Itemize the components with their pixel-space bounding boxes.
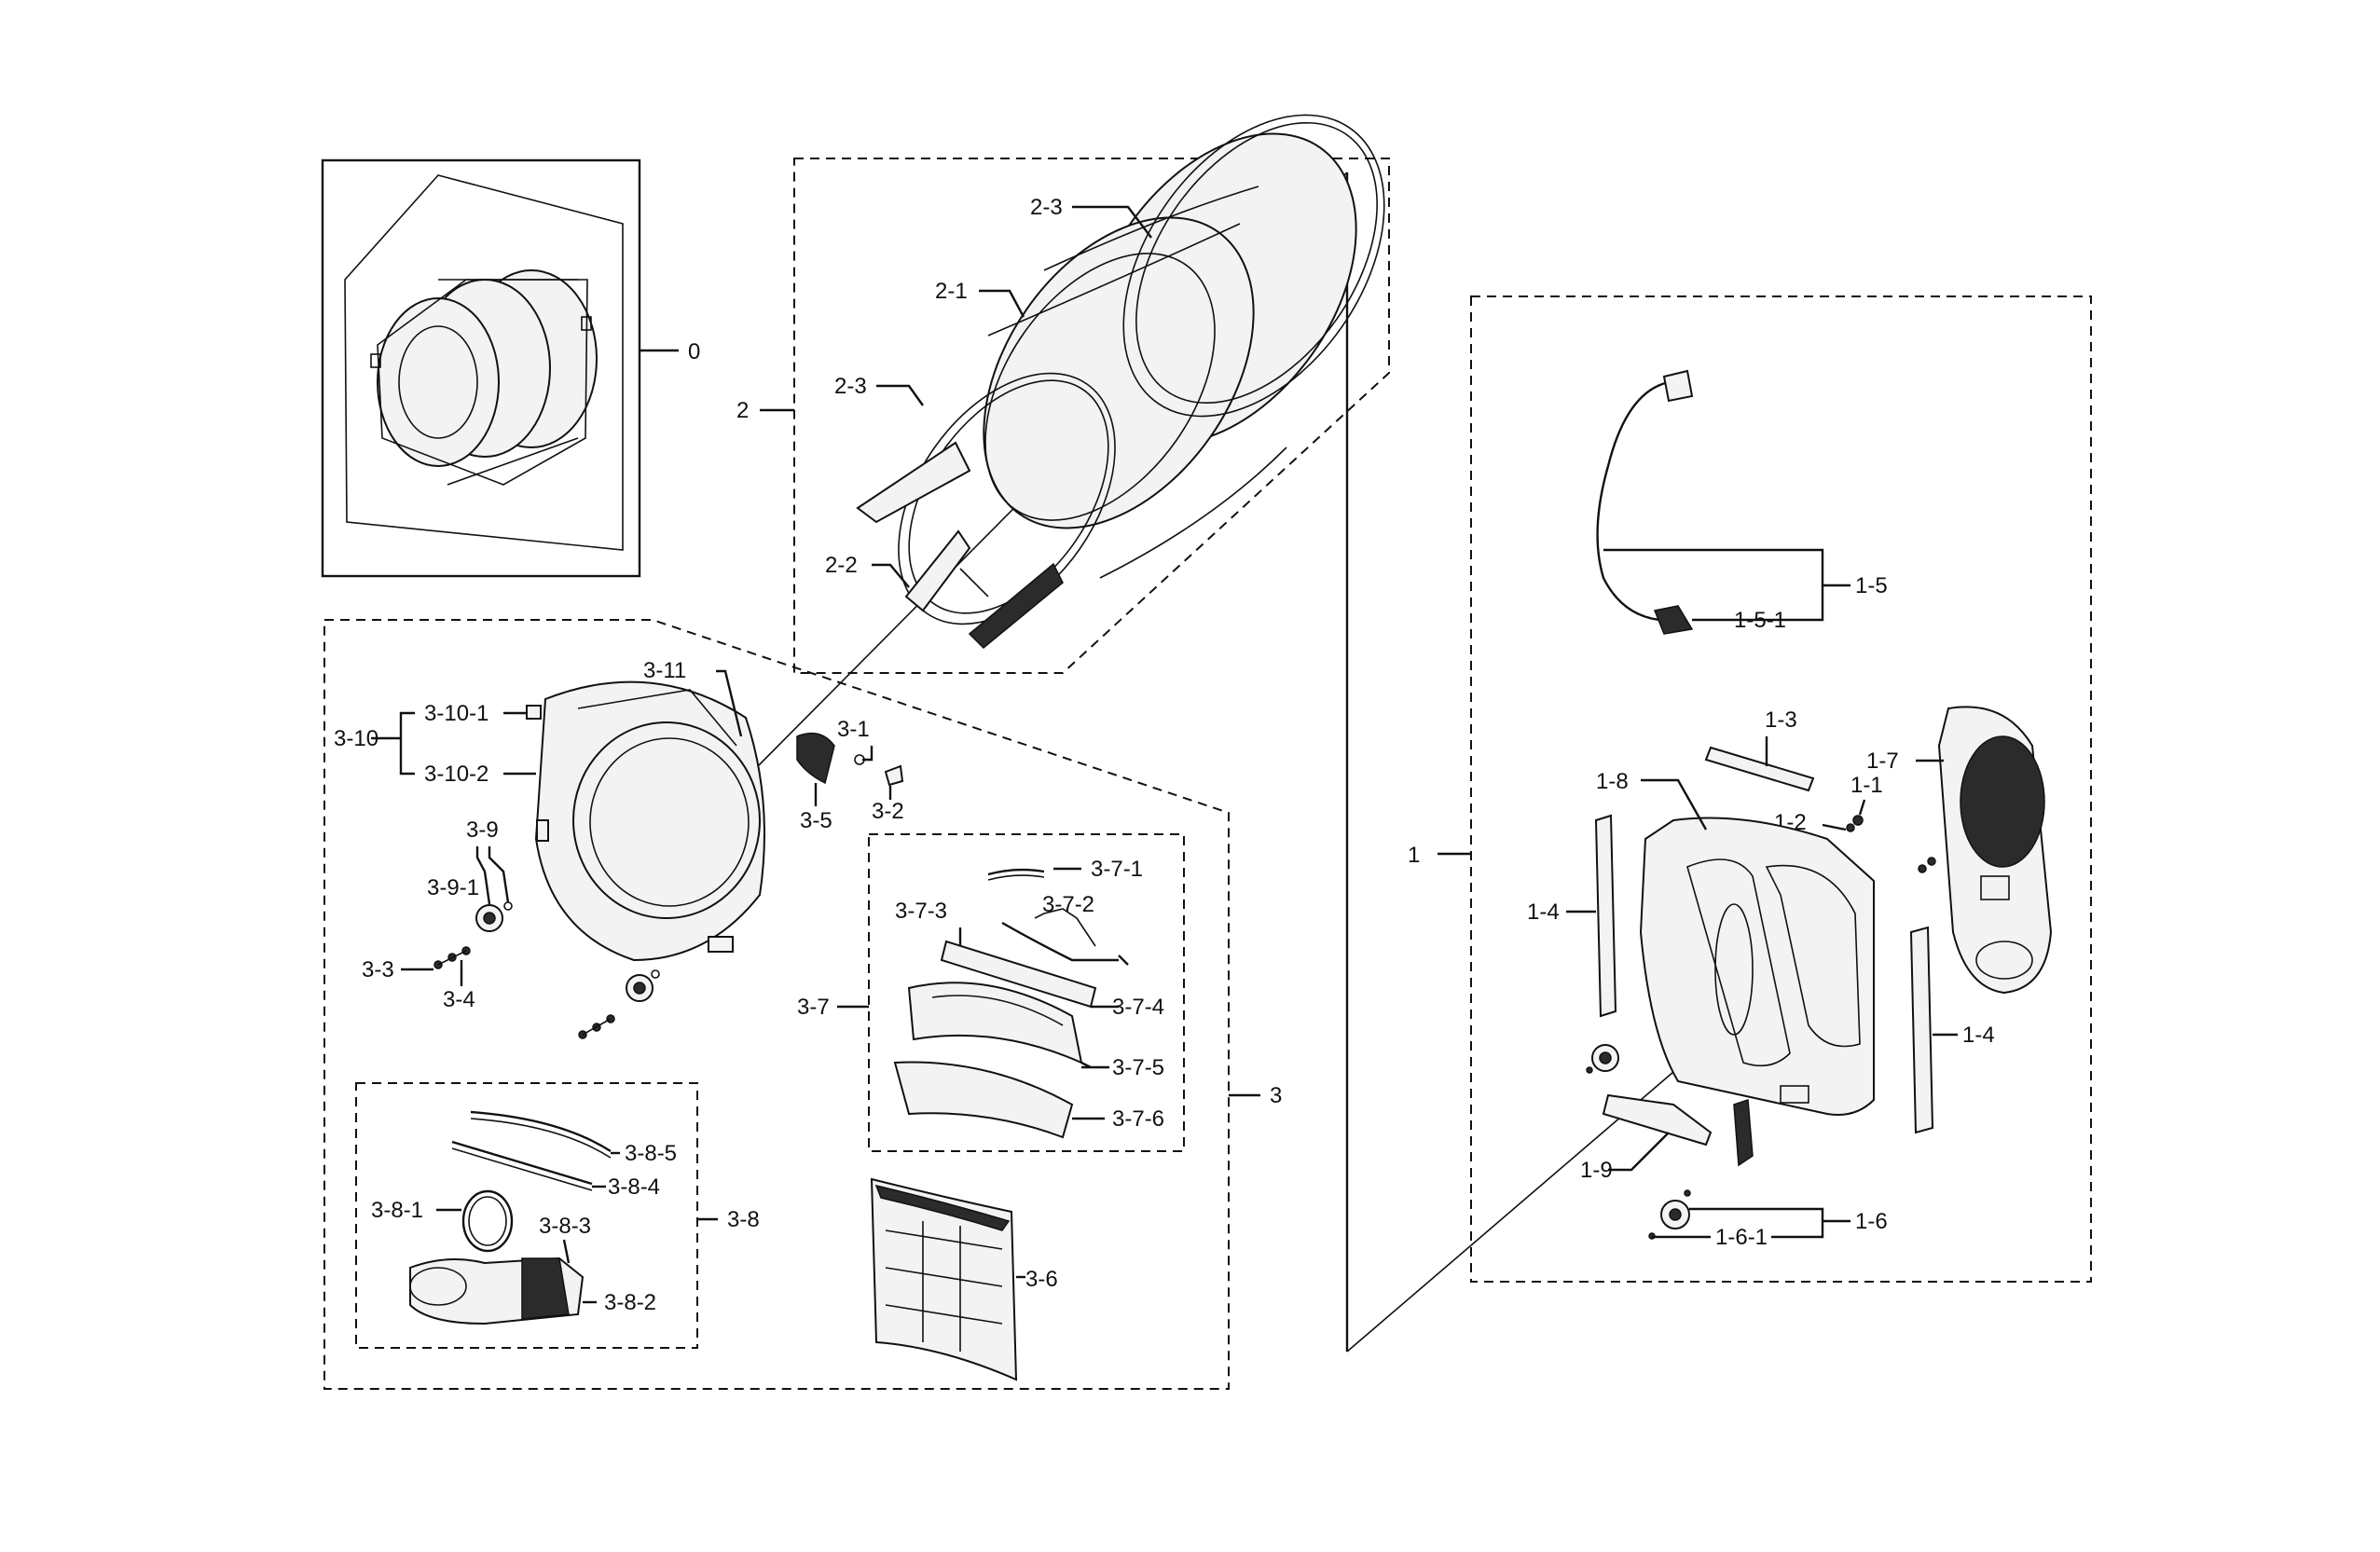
- part-3-2: [884, 764, 904, 787]
- label-3-8-5: 3-8-5: [625, 1141, 677, 1166]
- label-1-5-1: 1-5-1: [1734, 608, 1786, 633]
- group-3-8-frame: [355, 1082, 698, 1349]
- leader-1-9: [1608, 1132, 1670, 1172]
- label-1-5: 1-5: [1855, 573, 1888, 598]
- lifter-b: [904, 529, 971, 612]
- label-1-3: 1-3: [1765, 707, 1797, 733]
- label-2-1: 2-1: [935, 279, 968, 304]
- label-1-9: 1-9: [1580, 1158, 1613, 1183]
- ring-3-8-1: [461, 1189, 514, 1253]
- label-1-7: 1-7: [1866, 749, 1899, 774]
- part-1-3: [1704, 746, 1815, 792]
- label-3-10: 3-10: [334, 726, 378, 751]
- label-3-4: 3-4: [443, 987, 475, 1012]
- label-3-1: 3-1: [837, 717, 870, 742]
- overview-frame: [321, 158, 641, 578]
- label-2-2: 2-2: [825, 553, 858, 578]
- bracket-1-9: [1602, 1093, 1713, 1147]
- label-1-6: 1-6: [1855, 1209, 1888, 1234]
- label-1-4-right: 1-4: [1962, 1023, 1995, 1048]
- label-1-1: 1-1: [1850, 773, 1883, 798]
- leader-2-2: [872, 563, 910, 588]
- leader-1-8: [1641, 778, 1708, 831]
- front-bracket-drawing: [526, 680, 765, 962]
- lamp-cover-3-5: [796, 732, 835, 785]
- lint-filter-3-6: 3-6: [870, 1177, 1058, 1381]
- assembly-2-drum: 2-3 2-1 2-3 2-2 2: [736, 114, 1390, 1352]
- label-2-3-mid: 2-3: [834, 374, 867, 399]
- leader-3-11: [716, 669, 743, 737]
- label-3-5: 3-5: [800, 808, 832, 833]
- label-3-8-4: 3-8-4: [608, 1174, 660, 1200]
- label-3-7-4: 3-7-4: [1112, 995, 1164, 1020]
- label-3-8: 3-8: [727, 1207, 760, 1232]
- label-3-7-2: 3-7-2: [1042, 892, 1094, 917]
- screw-1-1: [1852, 815, 1864, 826]
- assembly-3-front: 3 3-10 3-10-1: [323, 619, 1282, 1390]
- label-2: 2: [736, 398, 749, 423]
- label-3-10-2: 3-10-2: [424, 762, 488, 787]
- subassembly-3-7: 3-7 3-7-1 3-7-2 3-7-3 3-7-4 3-7-5 3-7-6: [797, 833, 1185, 1152]
- leader-2-3-top: [1072, 205, 1152, 239]
- micro-switch-3-10-1: [526, 705, 542, 720]
- label-3-7-5: 3-7-5: [1112, 1055, 1164, 1080]
- label-3-10-1: 3-10-1: [424, 701, 488, 726]
- leader-1-6: [1689, 1207, 1824, 1239]
- bracket-3-10: [399, 711, 415, 776]
- rear-seal-ring: [1122, 114, 1385, 418]
- bracket-1-4-right: [1909, 926, 1934, 1134]
- part-3-7-1: [987, 868, 1045, 876]
- part-3-7-6: [893, 1061, 1074, 1139]
- label-3-8-3: 3-8-3: [539, 1214, 591, 1239]
- leader-1-5: [1603, 548, 1824, 622]
- label-3-6: 3-6: [1025, 1267, 1058, 1292]
- part-3-8-5: [470, 1110, 612, 1153]
- leader-2-3-mid: [876, 384, 924, 406]
- group-1-frame: [1470, 295, 2092, 1283]
- label-3-3: 3-3: [362, 957, 394, 982]
- label-2-3-top: 2-3: [1030, 195, 1063, 220]
- label-3-8-1: 3-8-1: [371, 1198, 423, 1223]
- label-3-7: 3-7: [797, 995, 830, 1020]
- lifter-a: [856, 441, 971, 524]
- label-3-7-3: 3-7-3: [895, 899, 947, 924]
- assembly-0-overview: 0: [321, 158, 700, 578]
- harness-3-7-2: [1001, 921, 1119, 962]
- front-seal-ring: [898, 372, 1116, 625]
- bracket-1-4-left: [1594, 814, 1617, 1018]
- overview-outline: [344, 174, 624, 551]
- label-3-2: 3-2: [872, 799, 904, 824]
- label-3-11: 3-11: [643, 658, 686, 683]
- label-3-9-1: 3-9-1: [427, 875, 479, 900]
- subassembly-3-8: 3-8 3-8-5 3-8-4 3-8-1 3-8-2 3-8-3: [355, 1082, 760, 1349]
- label-1: 1: [1408, 843, 1420, 868]
- label-1-8: 1-8: [1596, 769, 1629, 794]
- label-0: 0: [688, 339, 700, 364]
- label-1-4-left: 1-4: [1527, 900, 1560, 925]
- group-3-frame: [323, 619, 1230, 1390]
- drum-assembly-drawing: [370, 269, 598, 486]
- part-3-8-4: [451, 1140, 593, 1186]
- label-1-6-1: 1-6-1: [1715, 1225, 1768, 1250]
- harness-1-5: [1596, 369, 1694, 635]
- label-3-8-2: 3-8-2: [604, 1290, 656, 1315]
- leader-2-1: [979, 289, 1025, 318]
- label-3: 3: [1270, 1083, 1282, 1108]
- duct-1-7: [1937, 706, 2053, 995]
- label-3-7-6: 3-7-6: [1112, 1106, 1164, 1132]
- label-3-7-1: 3-7-1: [1091, 857, 1143, 882]
- drum-shell-2-1: [983, 132, 1357, 579]
- rear-panel-1-8: [1639, 817, 1875, 1116]
- lifter-c: [968, 562, 1064, 650]
- label-3-9: 3-9: [466, 817, 499, 843]
- assembly-1-rear: 1 1-5 1-5-1 1-3 1-1 1-2 1-7: [1346, 295, 2092, 1353]
